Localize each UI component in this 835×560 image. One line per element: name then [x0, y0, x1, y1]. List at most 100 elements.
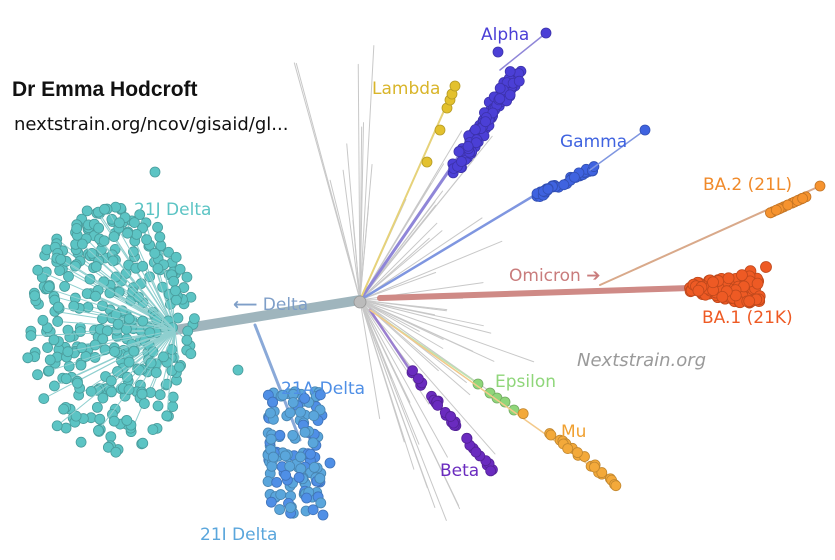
tip-node[interactable]: [492, 46, 504, 58]
epsilon-tip[interactable]: [508, 404, 520, 416]
21j-delta-tip[interactable]: [152, 400, 164, 412]
21j-delta-tip[interactable]: [150, 367, 162, 378]
21i-delta-tip[interactable]: [265, 433, 277, 445]
21j-delta-tip[interactable]: [152, 263, 164, 274]
21j-delta-tip[interactable]: [76, 238, 88, 250]
21j-delta-tip[interactable]: [85, 385, 97, 397]
beta-tip[interactable]: [407, 365, 418, 377]
ba1-tip[interactable]: [692, 284, 705, 297]
21j-delta-tip[interactable]: [145, 357, 157, 369]
alpha-tip[interactable]: [494, 93, 506, 105]
21i-delta-tip[interactable]: [266, 460, 278, 472]
21j-delta-tip[interactable]: [60, 422, 72, 434]
21j-delta-tip[interactable]: [137, 437, 149, 449]
21j-delta-tip[interactable]: [128, 345, 140, 357]
alpha-tip[interactable]: [453, 146, 465, 157]
21j-delta-tip[interactable]: [114, 217, 125, 229]
21i-delta-tip[interactable]: [284, 407, 296, 419]
21j-delta-tip[interactable]: [121, 415, 133, 426]
21j-delta-tip[interactable]: [37, 314, 49, 326]
21j-delta-tip[interactable]: [58, 403, 69, 415]
21j-delta-tip[interactable]: [112, 318, 124, 330]
21j-delta-tip[interactable]: [107, 255, 119, 267]
21j-delta-tip[interactable]: [60, 373, 72, 385]
alpha-tip[interactable]: [469, 124, 481, 136]
21j-delta-tip[interactable]: [97, 300, 108, 312]
21j-delta-tip[interactable]: [81, 205, 93, 217]
21j-delta-tip[interactable]: [43, 365, 55, 377]
alpha-tip[interactable]: [480, 116, 491, 128]
21i-delta-tip[interactable]: [267, 451, 279, 463]
21j-delta-tip[interactable]: [74, 326, 86, 337]
21j-delta-tip[interactable]: [59, 281, 71, 292]
beta-tip[interactable]: [432, 399, 443, 411]
21j-delta-tip[interactable]: [101, 325, 113, 337]
tip-node[interactable]: [324, 457, 336, 469]
21j-delta-tip[interactable]: [168, 275, 180, 287]
21j-delta-tip[interactable]: [121, 323, 132, 335]
21j-delta-tip[interactable]: [170, 294, 182, 306]
21j-delta-tip[interactable]: [75, 436, 87, 448]
21j-delta-tip[interactable]: [137, 315, 149, 327]
21i-delta-tip[interactable]: [280, 469, 292, 481]
21j-delta-tip[interactable]: [152, 221, 163, 233]
beta-tip[interactable]: [412, 373, 424, 385]
21j-delta-tip[interactable]: [149, 166, 161, 178]
21j-delta-tip[interactable]: [32, 369, 43, 381]
21j-delta-tip[interactable]: [22, 352, 34, 364]
21j-delta-tip[interactable]: [99, 203, 110, 215]
21i-delta-tip[interactable]: [274, 429, 286, 441]
21j-delta-tip[interactable]: [185, 348, 197, 360]
root-node[interactable]: [353, 295, 367, 309]
mu-tip[interactable]: [610, 480, 622, 492]
21j-delta-tip[interactable]: [32, 264, 44, 276]
tip-node[interactable]: [232, 364, 244, 376]
21j-delta-tip[interactable]: [121, 371, 133, 383]
21j-delta-tip[interactable]: [90, 261, 102, 272]
21j-delta-tip[interactable]: [52, 316, 64, 327]
21j-delta-tip[interactable]: [62, 346, 74, 358]
21i-delta-tip[interactable]: [295, 451, 306, 463]
21j-delta-tip[interactable]: [68, 300, 80, 312]
21j-delta-tip[interactable]: [170, 285, 181, 297]
21j-delta-tip[interactable]: [147, 424, 159, 436]
21i-delta-tip[interactable]: [271, 476, 283, 488]
21j-delta-tip[interactable]: [128, 217, 140, 229]
21j-delta-tip[interactable]: [172, 312, 184, 324]
21i-delta-tip[interactable]: [315, 497, 327, 509]
21j-delta-tip[interactable]: [170, 251, 182, 263]
tip-node[interactable]: [317, 509, 329, 521]
21j-delta-tip[interactable]: [43, 281, 55, 293]
beta-tip[interactable]: [445, 411, 457, 422]
mu-tip[interactable]: [589, 461, 600, 473]
21j-delta-tip[interactable]: [48, 380, 60, 392]
lambda-tip[interactable]: [421, 156, 433, 168]
ba2-tip[interactable]: [797, 192, 809, 204]
21i-delta-tip[interactable]: [305, 448, 316, 460]
gamma-tip[interactable]: [569, 171, 580, 183]
21j-delta-tip[interactable]: [181, 334, 193, 346]
21j-delta-tip[interactable]: [52, 301, 64, 313]
21i-delta-tip[interactable]: [284, 460, 296, 472]
21j-delta-tip[interactable]: [167, 401, 179, 412]
lambda-tip[interactable]: [449, 80, 461, 92]
21i-delta-tip[interactable]: [301, 492, 312, 504]
ba2-tip[interactable]: [814, 180, 826, 192]
21j-delta-tip[interactable]: [163, 246, 174, 258]
21i-delta-tip[interactable]: [285, 502, 296, 514]
21i-delta-tip[interactable]: [314, 389, 326, 401]
21j-delta-tip[interactable]: [93, 222, 105, 234]
21j-delta-tip[interactable]: [84, 273, 96, 285]
21j-delta-tip[interactable]: [97, 333, 109, 345]
tip-node[interactable]: [639, 124, 651, 136]
beta-tip[interactable]: [470, 446, 482, 458]
21j-delta-tip[interactable]: [55, 253, 67, 265]
mu-tip[interactable]: [572, 447, 583, 458]
21j-delta-tip[interactable]: [149, 247, 161, 259]
beta-tip[interactable]: [485, 465, 497, 477]
lambda-tip[interactable]: [434, 124, 446, 136]
21j-delta-tip[interactable]: [134, 209, 146, 221]
21j-delta-tip[interactable]: [105, 431, 117, 443]
21i-delta-tip[interactable]: [295, 463, 307, 475]
ba1-tip[interactable]: [722, 272, 735, 285]
